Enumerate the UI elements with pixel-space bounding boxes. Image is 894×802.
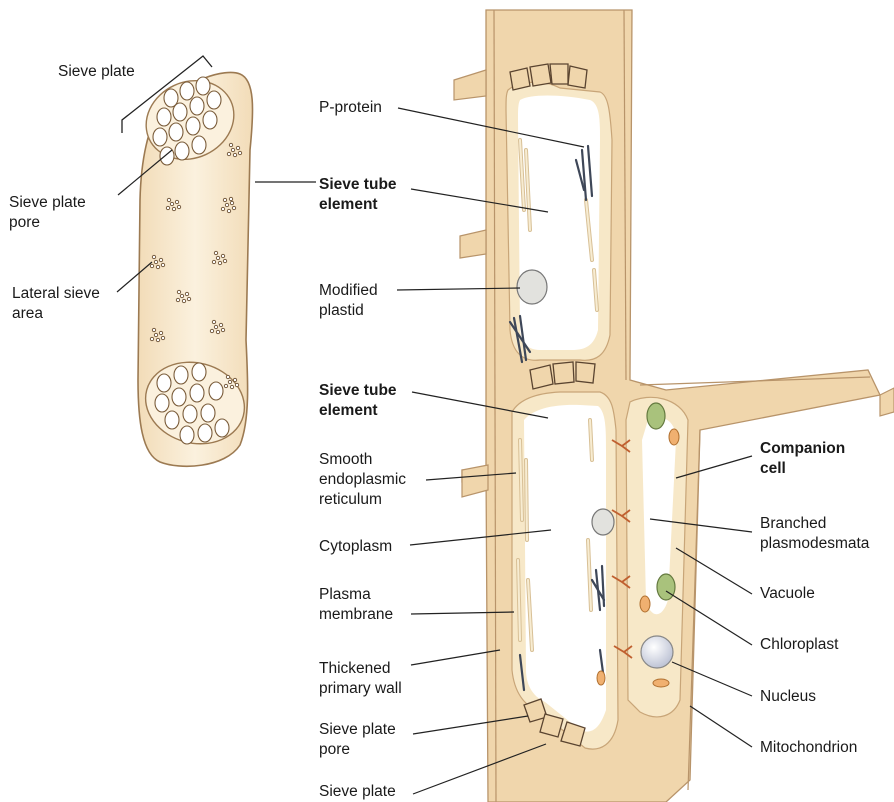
label-line: reticulum (319, 490, 406, 510)
label-line: area (12, 304, 100, 324)
label-chloroplast: Chloroplast (760, 635, 838, 655)
label-line: Branched (760, 514, 869, 534)
modified-plastid-bottom (592, 509, 614, 535)
sieve-tube-exterior (122, 56, 254, 466)
label-line: Thickened (319, 659, 402, 679)
label-line: plastid (319, 301, 378, 321)
label-smooth-er: Smooth endoplasmic reticulum (319, 450, 406, 510)
label-line: Sieve tube (319, 381, 397, 401)
label-line: element (319, 195, 397, 215)
label-line: plasmodesmata (760, 534, 869, 554)
label-line: cell (760, 459, 845, 479)
label-cytoplasm: Cytoplasm (319, 537, 392, 557)
label-line: pore (319, 740, 396, 760)
label-line: primary wall (319, 679, 402, 699)
label-sieve-plate-right: Sieve plate (319, 782, 396, 802)
label-nucleus: Nucleus (760, 687, 816, 707)
modified-plastid-top (517, 270, 547, 304)
label-line: endoplasmic (319, 470, 406, 490)
nucleus (641, 636, 673, 668)
label-sieve-plate-left: Sieve plate (58, 62, 135, 82)
label-modified-plastid: Modified plastid (319, 281, 378, 321)
label-p-protein: P-protein (319, 98, 382, 118)
label-vacuole: Vacuole (760, 584, 815, 604)
bottom-element-lumen (524, 405, 606, 732)
label-line: Modified (319, 281, 378, 301)
label-line: Plasma (319, 585, 393, 605)
label-line: element (319, 401, 397, 421)
label-sieve-tube-element-top: Sieve tube element (319, 175, 397, 215)
label-line: Sieve tube (319, 175, 397, 195)
label-line: Smooth (319, 450, 406, 470)
label-line: Sieve plate (9, 193, 86, 213)
label-line: pore (9, 213, 86, 233)
label-companion-cell: Companion cell (760, 439, 845, 479)
phloem-section (454, 10, 894, 802)
label-sieve-plate-pore-left: Sieve plate pore (9, 193, 86, 233)
label-lateral-sieve-area: Lateral sieve area (12, 284, 100, 324)
label-line: membrane (319, 605, 393, 625)
label-line: Lateral sieve (12, 284, 100, 304)
label-sieve-plate-pore-right: Sieve plate pore (319, 720, 396, 760)
label-line: Companion (760, 439, 845, 459)
label-branched-plasmodesmata: Branched plasmodesmata (760, 514, 869, 554)
label-plasma-membrane: Plasma membrane (319, 585, 393, 625)
chloroplast-upper (647, 403, 665, 429)
label-mitochondrion: Mitochondrion (760, 738, 857, 758)
label-line: Sieve plate (319, 720, 396, 740)
chloroplast-lower (657, 574, 675, 600)
label-thickened-primary-wall: Thickened primary wall (319, 659, 402, 699)
label-sieve-tube-element-bottom: Sieve tube element (319, 381, 397, 421)
